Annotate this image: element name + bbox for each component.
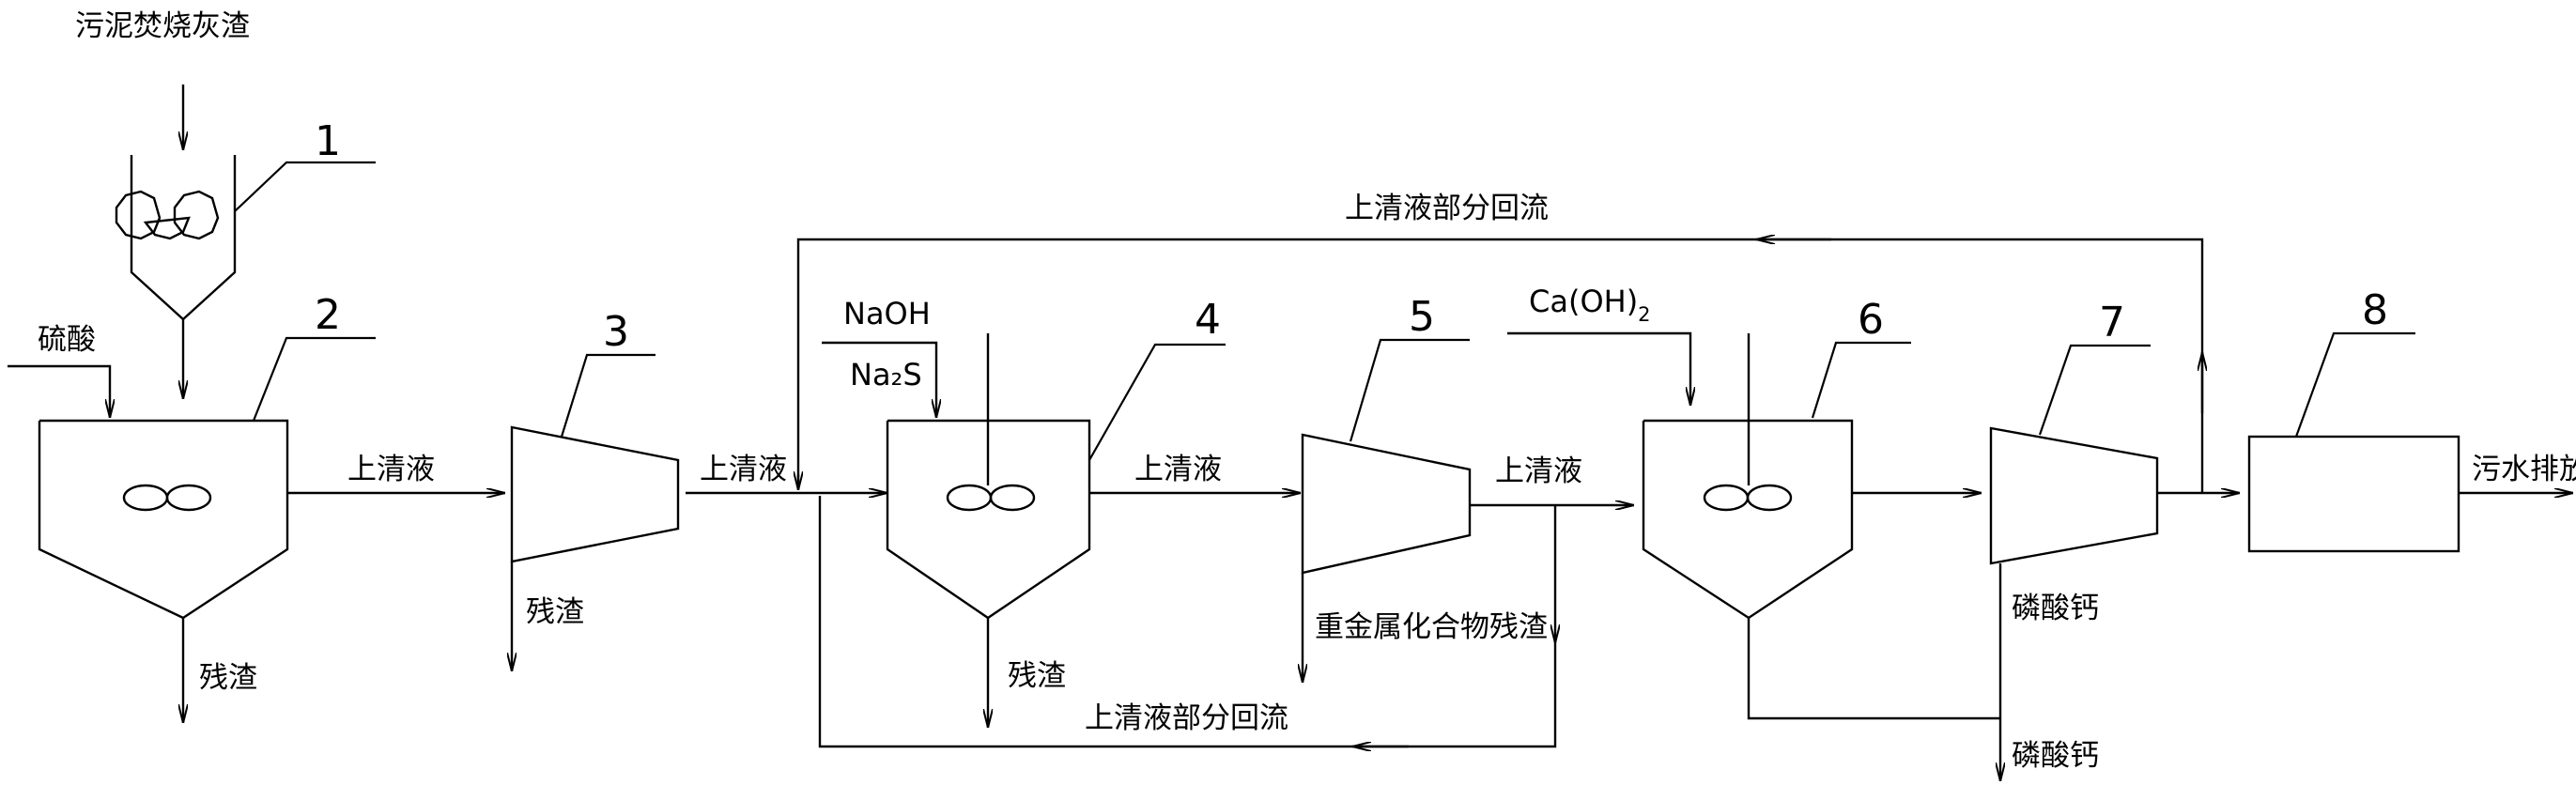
reflux-bottom-label: 上清液部分回流 xyxy=(1085,701,1288,735)
flow-supernatant-3: 上清液 xyxy=(1134,453,1222,486)
phosphate-label-1: 磷酸钙 xyxy=(2012,592,2099,625)
unit-1-crusher xyxy=(115,155,237,399)
crusher-rollers-icon xyxy=(115,190,220,240)
unit-5-separator xyxy=(1303,433,1472,683)
unit-7-separator xyxy=(1989,426,2159,781)
acid-input-label: 硫酸 xyxy=(38,323,96,357)
unit-3-number: 3 xyxy=(603,308,629,356)
caoh2-label: Ca(OH)2 xyxy=(1529,284,1651,326)
unit-8-number: 8 xyxy=(2362,286,2388,334)
residue-label-2: 残渣 xyxy=(526,595,584,629)
phosphate-label-2: 磷酸钙 xyxy=(2012,739,2099,773)
residue-label-3: 残渣 xyxy=(1008,659,1066,693)
ash-input-label: 污泥焚烧灰渣 xyxy=(75,9,250,43)
unit-5-number: 5 xyxy=(1409,293,1435,341)
unit-4-number: 4 xyxy=(1195,296,1221,344)
residue-label-1: 残渣 xyxy=(199,661,257,695)
unit-2-leach-tank xyxy=(38,419,289,723)
na2s-label: Na₂S xyxy=(850,357,922,392)
unit-6-calcium-tank xyxy=(1642,333,2000,720)
discharge-label: 污水排放 xyxy=(2472,453,2576,486)
unit-7-number: 7 xyxy=(2099,299,2125,346)
unit-1-number: 1 xyxy=(315,117,341,165)
unit-4-precip-tank xyxy=(886,333,1091,728)
unit-2-number: 2 xyxy=(315,291,341,339)
flow-supernatant-1: 上清液 xyxy=(347,453,435,486)
reflux-top-label: 上清液部分回流 xyxy=(1345,192,1549,225)
heavy-metal-residue-label: 重金属化合物残渣 xyxy=(1315,610,1548,644)
flow-supernatant-4: 上清液 xyxy=(1495,454,1582,488)
naoh-label: NaOH xyxy=(843,296,931,331)
flow-supernatant-2: 上清液 xyxy=(700,453,787,486)
unit-8-box xyxy=(2247,435,2460,553)
unit-3-separator xyxy=(512,425,680,671)
unit-6-number: 6 xyxy=(1858,296,1884,344)
